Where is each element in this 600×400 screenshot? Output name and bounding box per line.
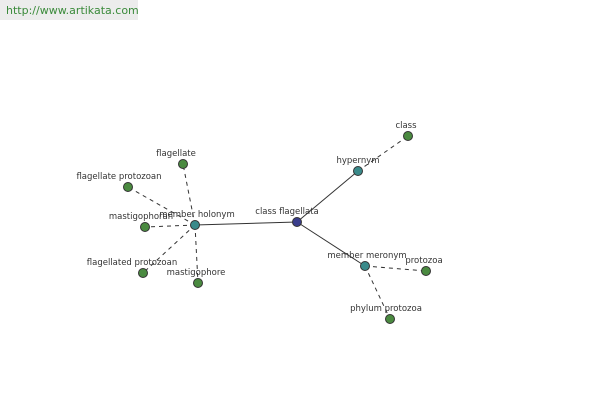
node-label-mastigophore[interactable]: mastigophore (167, 268, 226, 278)
node-flagellate-protozoan[interactable] (123, 182, 133, 192)
node-label-member-meronym[interactable]: member meronym (327, 251, 406, 261)
node-class[interactable] (403, 131, 413, 141)
node-label-protozoa[interactable]: protozoa (405, 256, 442, 266)
edge-member-holonym-to-flagellate (182, 163, 196, 226)
graph-nodes (123, 131, 431, 324)
node-mastigophoran[interactable] (140, 222, 150, 232)
edge-member-meronym-to-phylum-protozoa (364, 265, 391, 320)
node-hypernym[interactable] (353, 166, 363, 176)
node-label-phylum-protozoa[interactable]: phylum protozoa (350, 304, 422, 314)
edge-member-meronym-to-protozoa (364, 265, 427, 272)
node-label-class-flagellata[interactable]: class flagellata (255, 207, 318, 217)
edge-class-flagellata-to-hypernym (296, 170, 359, 223)
edge-member-holonym-to-mastigophore (194, 224, 199, 284)
node-label-flagellate[interactable]: flagellate (156, 149, 196, 159)
node-label-member-holonym[interactable]: member holonym (159, 210, 234, 220)
node-label-hypernym[interactable]: hypernym (336, 156, 379, 166)
graph-labels: class flagellata hypernym class member holo… (76, 121, 442, 314)
node-label-flagellated-protozoan[interactable]: flagellated protozoan (87, 258, 177, 268)
url-bar: http://www.artikata.com (0, 0, 139, 20)
site-url-link[interactable]: http://www.artikata.com (6, 4, 139, 17)
edge-class-flagellata-to-member-meronym (296, 221, 366, 267)
graph-edges (127, 135, 427, 320)
node-flagellate[interactable] (178, 159, 188, 169)
node-member-meronym[interactable] (360, 261, 370, 271)
node-label-flagellate-protozoan[interactable]: flagellate protozoan (76, 172, 161, 182)
edge-member-holonym-to-mastigophoran (144, 224, 196, 228)
node-protozoa[interactable] (421, 266, 431, 276)
node-member-holonym[interactable] (190, 220, 200, 230)
node-phylum-protozoa[interactable] (385, 314, 395, 324)
node-label-class[interactable]: class (395, 121, 417, 131)
edge-hypernym-to-class (357, 135, 409, 172)
node-mastigophore[interactable] (193, 278, 203, 288)
edge-member-holonym-to-flagellate-protozoan (127, 186, 196, 226)
node-class-flagellata[interactable] (292, 217, 302, 227)
edge-class-flagellata-to-member-holonym (194, 221, 298, 226)
node-flagellated-protozoan[interactable] (138, 268, 148, 278)
edge-member-holonym-to-flagellated-protozoan (142, 224, 196, 274)
node-label-mastigophoran[interactable]: mastigophoran (109, 212, 173, 222)
